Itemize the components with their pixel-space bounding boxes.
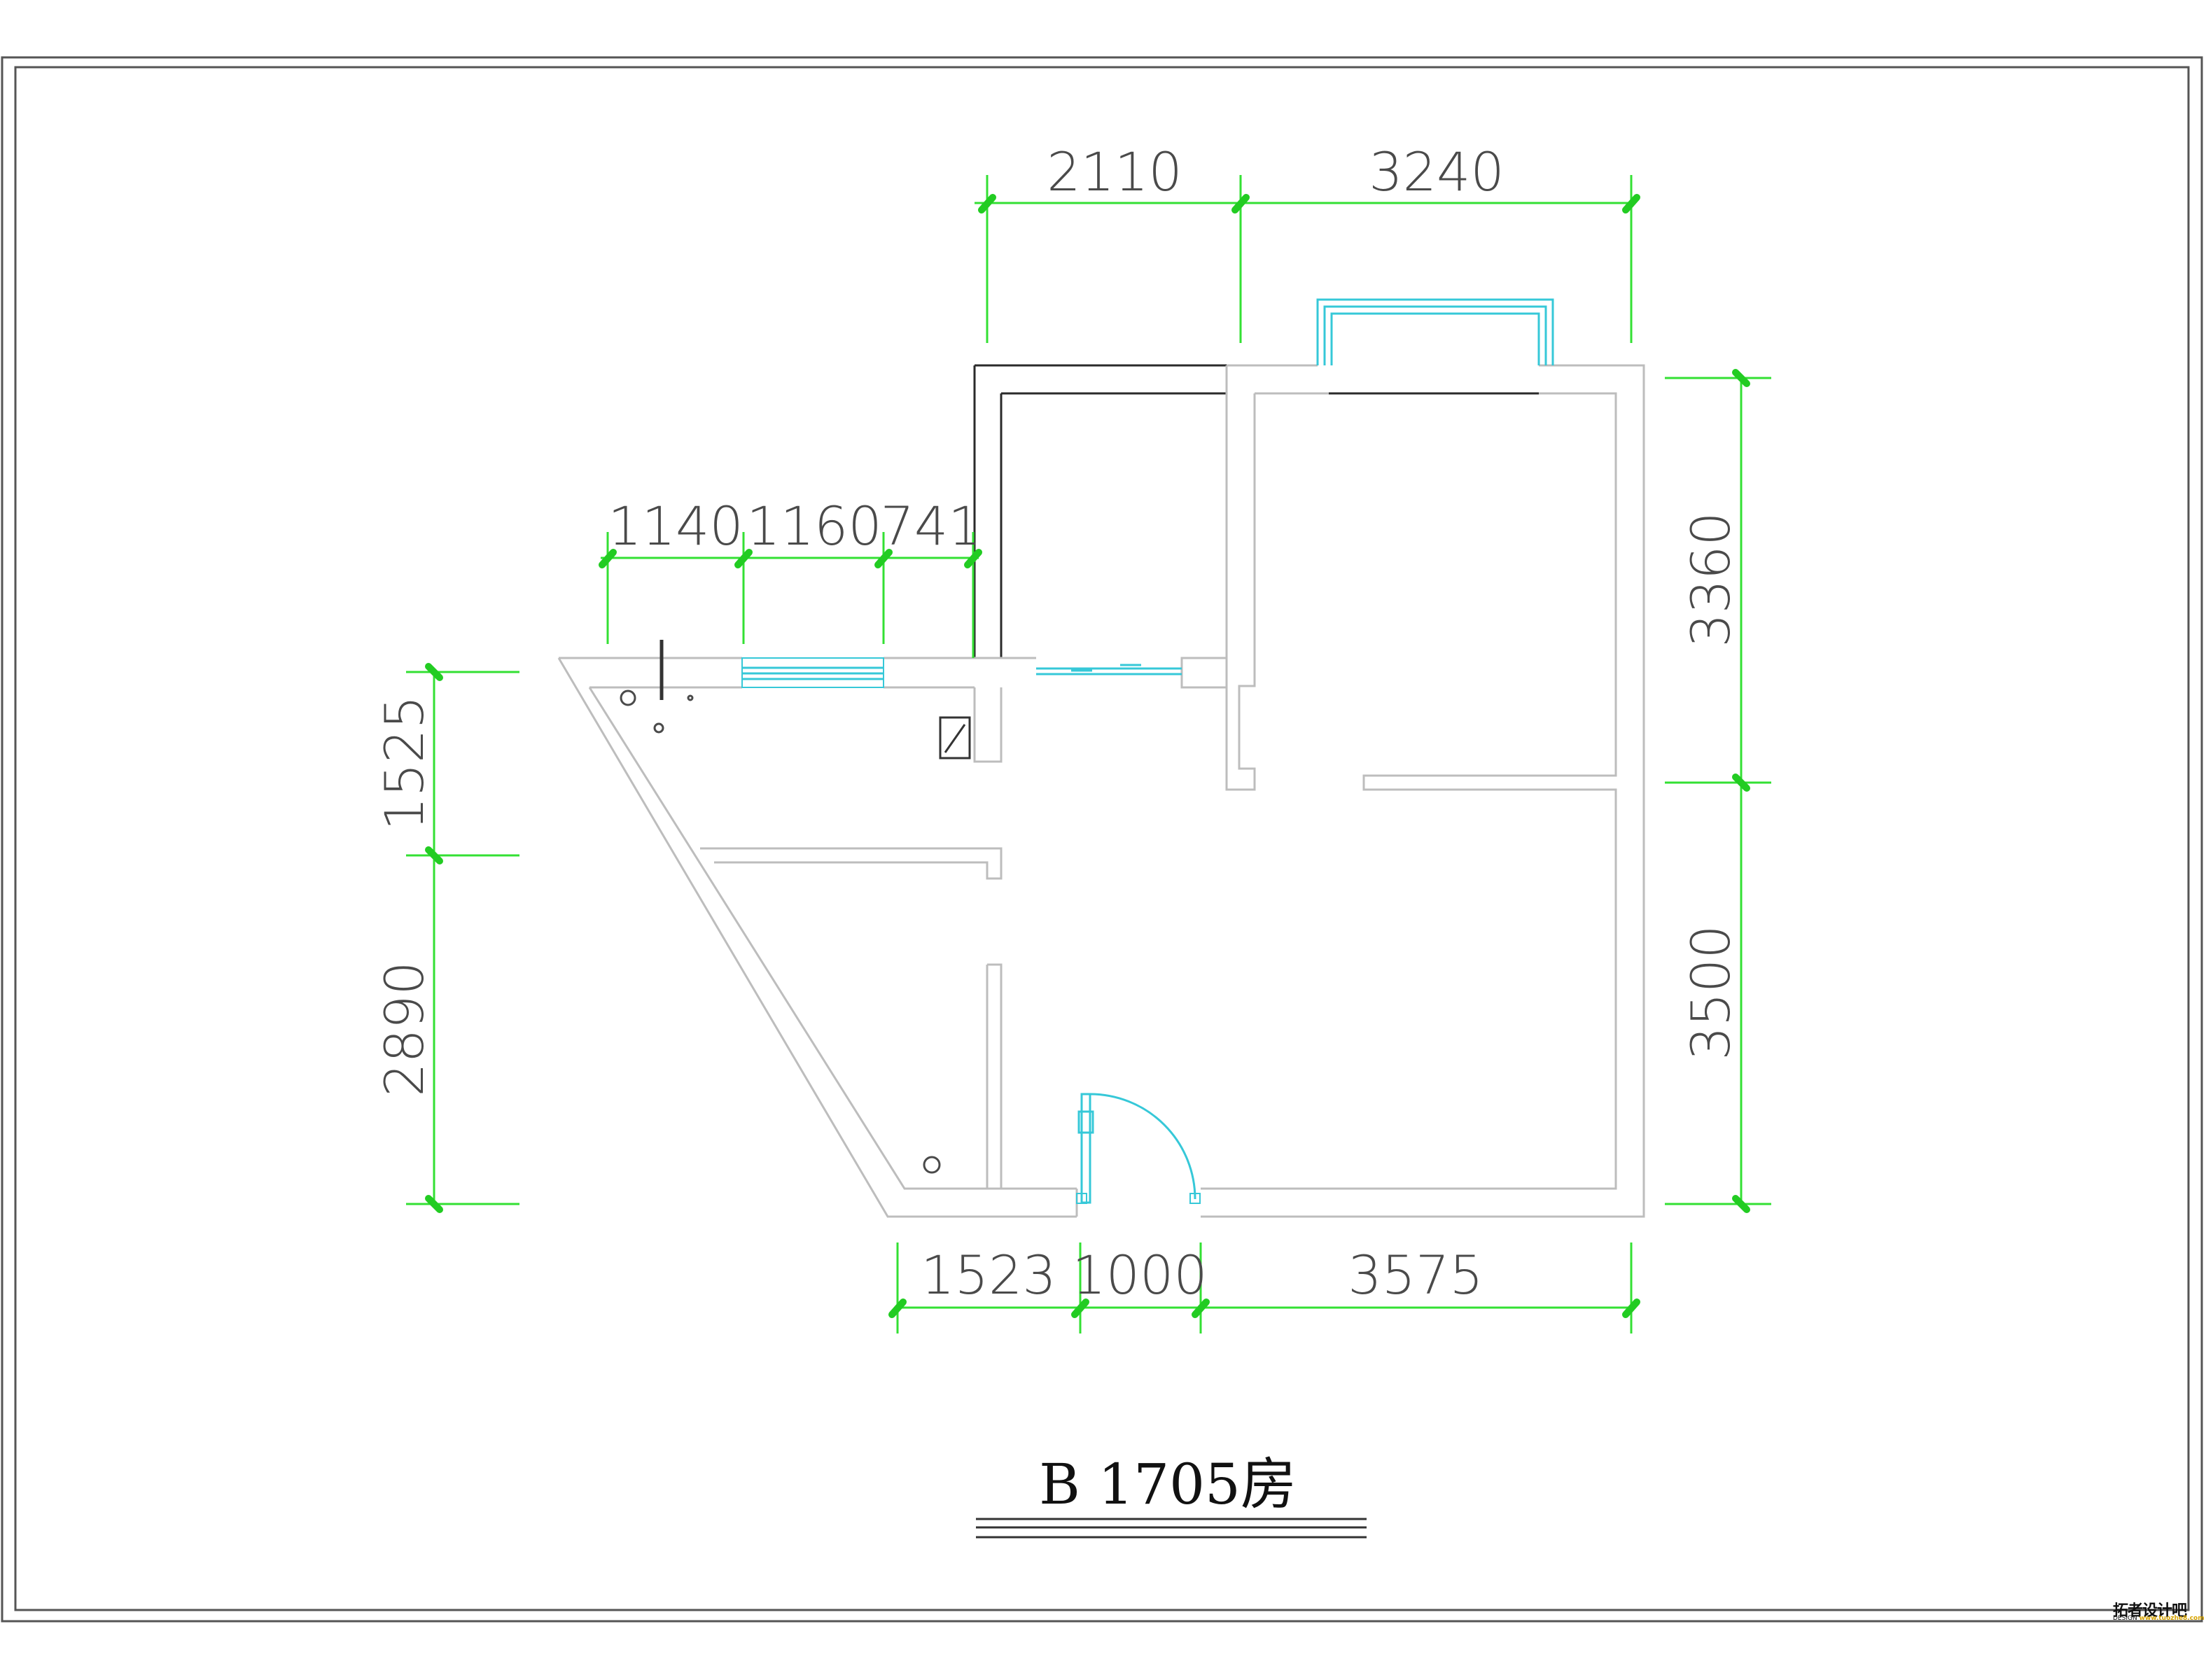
bay-window	[1316, 298, 1554, 395]
dim-left-1: 1525	[373, 695, 435, 830]
dim-bottom-1: 1523	[921, 1244, 1056, 1306]
logo-prefix: DESIGN	[2113, 1615, 2137, 1622]
sliding-door-mid	[1036, 664, 1182, 676]
logo-subtext: DESIGN www.tuozhe8.com	[2113, 1615, 2205, 1622]
dim-bottom-2: 1000	[1072, 1244, 1207, 1306]
entry-door	[1076, 1093, 1201, 1204]
dim-left-2: 2890	[373, 961, 435, 1096]
title-underline	[976, 1518, 1367, 1539]
drawing-title: B 1705房	[1039, 1452, 1297, 1517]
sheet-frame	[1, 56, 2203, 1623]
dim-mid-3: 741	[880, 495, 982, 557]
logo-url: www.tuozhe8.com	[2139, 1615, 2205, 1622]
dim-top-1: 2110	[1047, 141, 1182, 203]
dim-right-2: 3500	[1680, 925, 1742, 1060]
window-left-top	[741, 657, 884, 688]
walls	[557, 364, 1645, 1218]
dim-mid-1: 1140	[608, 495, 743, 557]
dimension-lines	[406, 175, 1771, 1334]
dim-bottom-3: 3575	[1348, 1244, 1483, 1306]
fixtures	[620, 640, 971, 1174]
dimension-labels: 2110 3240 1140 1160 741 1523 1000 3575 1…	[373, 141, 1742, 1306]
dim-mid-2: 1160	[746, 495, 881, 557]
dim-right-1: 3360	[1680, 512, 1742, 647]
watermark-logo: 拓者设计吧 DESIGN www.tuozhe8.com	[2113, 1598, 2205, 1626]
logo-text: 拓者设计吧	[2113, 1602, 2187, 1620]
dim-top-2: 3240	[1369, 141, 1504, 203]
